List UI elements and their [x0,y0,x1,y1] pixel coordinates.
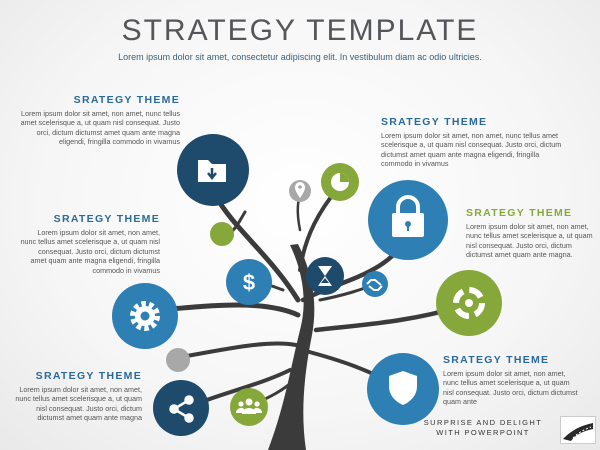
pie-circle [321,163,359,201]
theme-heading: SRATEGY THEME [73,94,180,106]
theme-text: Lorem ipsum dolor sit amet, non amet, nu… [10,385,142,423]
logo-road-icon [563,423,593,441]
refresh-cycle-icon [453,287,485,319]
small-gray-circle [166,348,190,372]
footer-tagline: SURPRISE AND DELIGHT WITH POWERPOINT [408,418,558,438]
gear-circle [112,283,178,349]
pie-chart-icon [331,173,349,191]
shield-circle [367,353,439,425]
footer-line: WITH POWERPOINT [436,428,530,437]
theme-line: amet quam ante magna eligendi, fringilla [30,256,160,266]
theme-line: nunc tellus amet scelerisque a, ut quam … [20,237,160,247]
theme-line: nisl consequat. Justo orci, dictum dictu… [443,387,578,397]
lock-icon [392,195,424,237]
handshake-circle [362,271,388,297]
theme-heading: SRATEGY THEME [53,213,160,225]
theme-line: nunc tellus amet scelerisque a, ut quam [15,394,142,404]
share-icon [169,395,194,423]
dollar-circle: $ [226,259,272,305]
gear-icon [130,301,160,331]
theme-block-4: SRATEGY THEME Lorem ipsum dolor sit amet… [381,116,581,169]
theme-line: quam ante [443,397,477,407]
theme-text: Lorem ipsum dolor sit amet, non amet, nu… [443,369,593,407]
theme-block-2: SRATEGY THEME Lorem ipsum dolor sit amet… [10,213,160,275]
people-icon [236,398,262,414]
theme-line: Lorem ipsum dolor sit amet, non amet, [19,385,142,394]
theme-line: dictumst amet quam ante magna eligendi, … [381,149,540,159]
theme-line: Lorem ipsum dolor sit amet, non amet, [37,228,160,237]
theme-line: scelerisque a, ut quam nisl consequat. J… [381,140,562,150]
theme-text: Lorem ipsum dolor sit amet, non amet, nu… [381,131,581,169]
page-title: STRATEGY TEMPLATE [121,14,479,47]
theme-heading: SRATEGY THEME [381,116,488,128]
people-circle [230,388,268,426]
shield-icon [389,371,417,405]
theme-text: Lorem ipsum dolor sit amet, non amet, nu… [10,109,180,147]
folder-circle [177,134,249,206]
tree-trunk [268,244,315,450]
theme-line: commodo in vivamus [92,265,160,275]
theme-line: consequat. Justo orci, dictum dictumst [38,246,160,256]
theme-block-1: SRATEGY THEME Lorem ipsum dolor sit amet… [10,94,180,147]
small-green-circle [210,222,234,246]
share-circle [153,380,209,436]
theme-block-6: SRATEGY THEME Lorem ipsum dolor sit amet… [443,354,593,407]
theme-line: Lorem ipsum dolor sit amet, non amet, [466,222,589,231]
theme-line: eligendi, fringilla commodo in vivamus [58,137,180,147]
theme-line: Lorem ipsum dolor sit amet, non amet, nu… [21,109,180,118]
theme-text: Lorem ipsum dolor sit amet, non amet, nu… [466,222,596,260]
theme-line: nisl consequat. Justo orci, dictum [466,240,572,250]
location-pin-icon [295,182,305,198]
page-subtitle: Lorem ipsum dolor sit amet, consectetur … [118,52,482,62]
pin-circle [289,180,311,202]
theme-line: orci, dictum dictumst amet quam ante mag… [36,127,180,137]
dollar-icon: $ [243,270,255,295]
theme-line: Lorem ipsum dolor sit amet, non amet, nu… [381,131,558,140]
theme-line: amet scelerisque a, ut quam nisl consequ… [20,118,180,128]
footer-line: SURPRISE AND DELIGHT [423,418,543,427]
theme-line: nisl consequat. Justo orci, dictum [36,403,142,413]
folder-download-icon [198,160,226,182]
handshake-icon [366,279,383,291]
theme-block-3: SRATEGY THEME Lorem ipsum dolor sit amet… [10,370,142,423]
theme-line: Lorem ipsum dolor sit amet, non amet, [443,369,566,378]
hourglass-circle [306,257,344,295]
theme-line: nunc tellus amet scelerisque a, ut quam [443,378,570,388]
theme-line: dictumst amet quam ante magna [37,413,142,423]
theme-heading: SRATEGY THEME [443,354,550,366]
theme-line: dictumst amet quam ante magna. [466,250,573,260]
brand-logo [560,416,596,444]
hourglass-icon [318,266,332,286]
refresh-circle [436,270,502,336]
theme-line: nunc tellus amet scelerisque a, ut quam [466,231,593,241]
lock-circle [368,180,448,260]
theme-text: Lorem ipsum dolor sit amet, non amet, nu… [10,228,160,275]
theme-heading: SRATEGY THEME [466,207,573,219]
theme-block-5: SRATEGY THEME Lorem ipsum dolor sit amet… [466,207,596,260]
theme-heading: SRATEGY THEME [35,370,142,382]
theme-line: commodo in vivamus [381,159,449,169]
